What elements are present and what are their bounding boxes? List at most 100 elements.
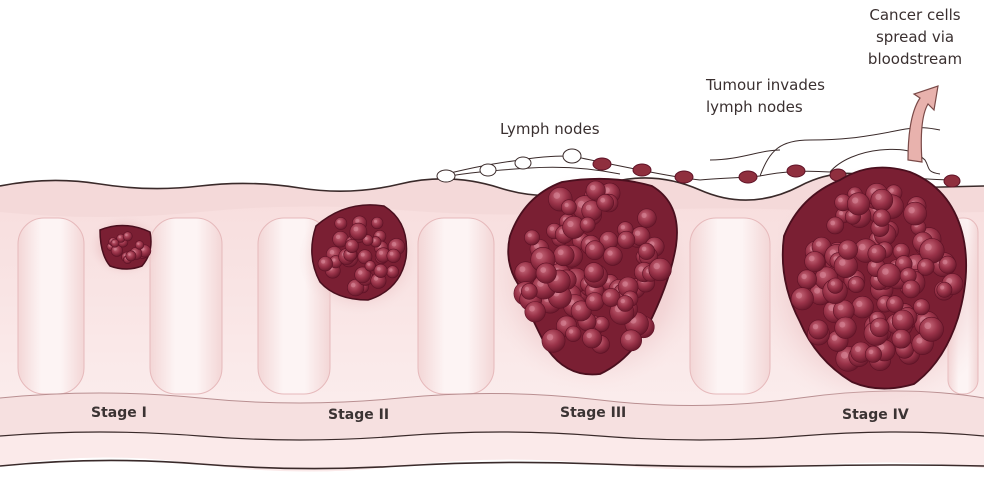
tumour-cell-cluster [870,318,889,337]
tumour-cell-highlight [365,237,368,240]
tumour-cell-cluster [371,217,383,229]
tumour-cell-highlight [529,306,535,312]
tumour-cell-highlight [389,268,392,271]
lymph-node-invaded [593,158,611,170]
tumour-cell-highlight [859,244,866,251]
tumour-cell-cluster [617,296,633,312]
tumour-cell-highlight [586,205,592,211]
bloodstream-arrow [908,86,938,162]
tumour-cell-cluster [350,223,367,240]
lymph-node-invaded [787,165,805,177]
tumour-cell-cluster [586,293,604,311]
tumour-cell-highlight [813,324,818,329]
lymph-node [563,149,581,163]
tumour-cell-cluster [809,320,828,339]
tumour-cell-highlight [528,233,532,237]
tumour-cell-cluster [553,245,574,266]
tumour-cell-highlight [871,262,876,267]
tumour-cell-highlight [332,258,335,261]
tumour-cell-highlight [112,241,114,243]
tumour-cell-cluster [805,251,825,271]
tumour-cell-highlight [809,256,815,262]
tumour-cell-highlight [336,235,340,239]
tumour-cell-highlight [588,267,593,272]
tumour-cell-cluster [584,263,604,283]
tumour-cell-highlight [869,350,874,355]
tumour-cell-highlight [606,292,611,297]
tumour-cell-highlight [589,296,594,301]
tumour-cell-highlight [583,220,587,224]
tumour-cell-highlight [137,243,139,245]
tumour-cell-highlight [874,322,879,327]
tumour-cell-highlight [908,207,914,213]
lymph-node-invaded [944,175,960,187]
tumour-invades-label-line1: Tumour invades [706,76,825,95]
tumour-cell-cluster [387,266,399,278]
tumour-cell-highlight [525,287,529,291]
tumour-cell-highlight [519,266,525,272]
tumour-cell-cluster [877,263,900,286]
tumour-cell-cluster [848,276,864,292]
tumour-cell-highlight [921,262,926,267]
tumour-cell-highlight [540,267,546,273]
tumour-cell-highlight [597,320,601,324]
tumour-cell-cluster [542,329,565,352]
tumour-cell-highlight [621,225,625,229]
tumour-cell-cluster [638,243,654,259]
tumour-cell-highlight [622,281,628,287]
tumour-cell-cluster [913,299,929,315]
tumour-cell-cluster [521,283,537,299]
spread-label-line2: spread via [855,28,975,47]
tumour-cell-cluster [525,302,546,323]
tumour-cell-highlight [642,247,647,252]
tumour-cell-highlight [830,221,835,226]
tumour-cell-highlight [358,270,362,274]
tumour-cell-highlight [855,346,861,352]
tumour-cell-highlight [899,259,904,264]
tumour-cell-cluster [387,249,401,263]
tumour-cell-highlight [897,315,903,321]
tumour-cell-highlight [351,283,356,288]
tumour-cell-cluster [603,246,622,265]
tumour-cell-highlight [896,333,901,338]
tumour-cell-cluster [902,280,920,298]
tumour-cell-highlight [917,236,923,242]
tumour-cell-highlight [943,260,948,265]
tumour-cell-highlight [565,203,569,207]
tumour-stage-1 [100,225,151,269]
tumour-cell-cluster [873,209,890,226]
tumour-cell-cluster [919,317,943,341]
tumour-cell-cluster [524,230,539,245]
tumour-cell-highlight [536,252,543,259]
tumour-cell-highlight [839,322,845,328]
tumour-cell-cluster [838,240,857,259]
tumour-cell-highlight [852,197,858,203]
tumour-cell-highlight [654,263,660,269]
tumour-cell-highlight [916,338,922,344]
tumour-cell-cluster [892,310,913,331]
tumour-cell-cluster [871,189,893,211]
tumour-cell-cluster [621,330,642,351]
tumour-cell-highlight [852,280,857,285]
tumour-cell-cluster [345,239,358,252]
tumour-cell-highlight [354,227,359,232]
tumour-cell-cluster [597,194,614,211]
tumour-cell-highlight [600,198,605,203]
tumour-cell-highlight [820,272,826,278]
tumour-cell-cluster [868,244,886,262]
tumour-cell-cluster [904,202,927,225]
tumour-cell-highlight [589,245,594,250]
tumour-stage-2 [312,205,407,300]
lymph-node-invaded [675,171,693,183]
tumour-cell-cluster [892,329,911,348]
tumour-cell-highlight [880,299,885,304]
tumour-cell-highlight [569,329,573,333]
tumour-cell-cluster [561,200,576,215]
tumour-cell-highlight [877,213,882,218]
tumour-cell-highlight [924,322,931,329]
tumour-cell-cluster [852,296,874,318]
tumour-cell-highlight [839,259,846,266]
lymph-node [480,164,496,176]
tumour-cell-highlight [621,299,625,303]
tumour-cell-highlight [321,260,325,264]
